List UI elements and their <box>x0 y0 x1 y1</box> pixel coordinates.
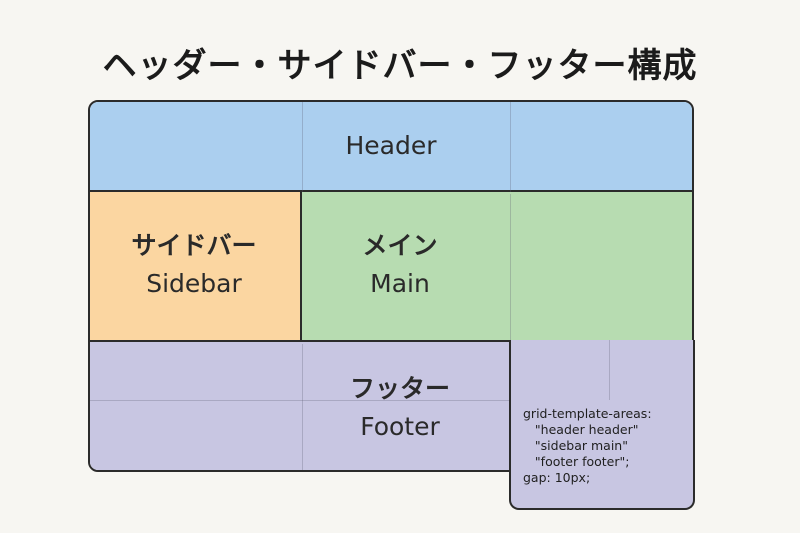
code-line: "header header" <box>523 422 639 437</box>
code-line: "sidebar main" <box>523 438 628 453</box>
guide-line <box>302 344 303 470</box>
sidebar-label: サイドバー Sidebar <box>88 227 300 303</box>
guide-line <box>302 102 303 192</box>
sidebar-area <box>90 192 302 342</box>
footer-label-jp: フッター <box>349 374 450 403</box>
footer-label: フッター Footer <box>300 370 500 446</box>
guide-line <box>609 340 610 400</box>
main-label-en: Main <box>370 269 430 298</box>
guide-line <box>90 400 510 401</box>
diagram-title: ヘッダー・サイドバー・フッター構成 <box>102 46 698 86</box>
code-line: gap: 10px; <box>523 470 591 485</box>
grid-template-code: grid-template-areas: "header header" "si… <box>523 406 693 486</box>
header-label-text: Header <box>345 131 437 160</box>
footer-label-en: Footer <box>360 412 440 441</box>
header-area <box>90 102 692 192</box>
code-line: grid-template-areas: <box>523 406 652 421</box>
main-area <box>302 192 692 342</box>
header-label: Header <box>88 127 694 165</box>
guide-line <box>510 194 511 342</box>
main-label-jp: メイン <box>362 231 438 260</box>
sidebar-label-jp: サイドバー <box>131 231 257 260</box>
main-label: メイン Main <box>300 227 500 303</box>
code-line: "footer footer"; <box>523 454 630 469</box>
sidebar-label-en: Sidebar <box>146 269 242 298</box>
guide-line <box>510 102 511 192</box>
code-box <box>509 340 695 510</box>
